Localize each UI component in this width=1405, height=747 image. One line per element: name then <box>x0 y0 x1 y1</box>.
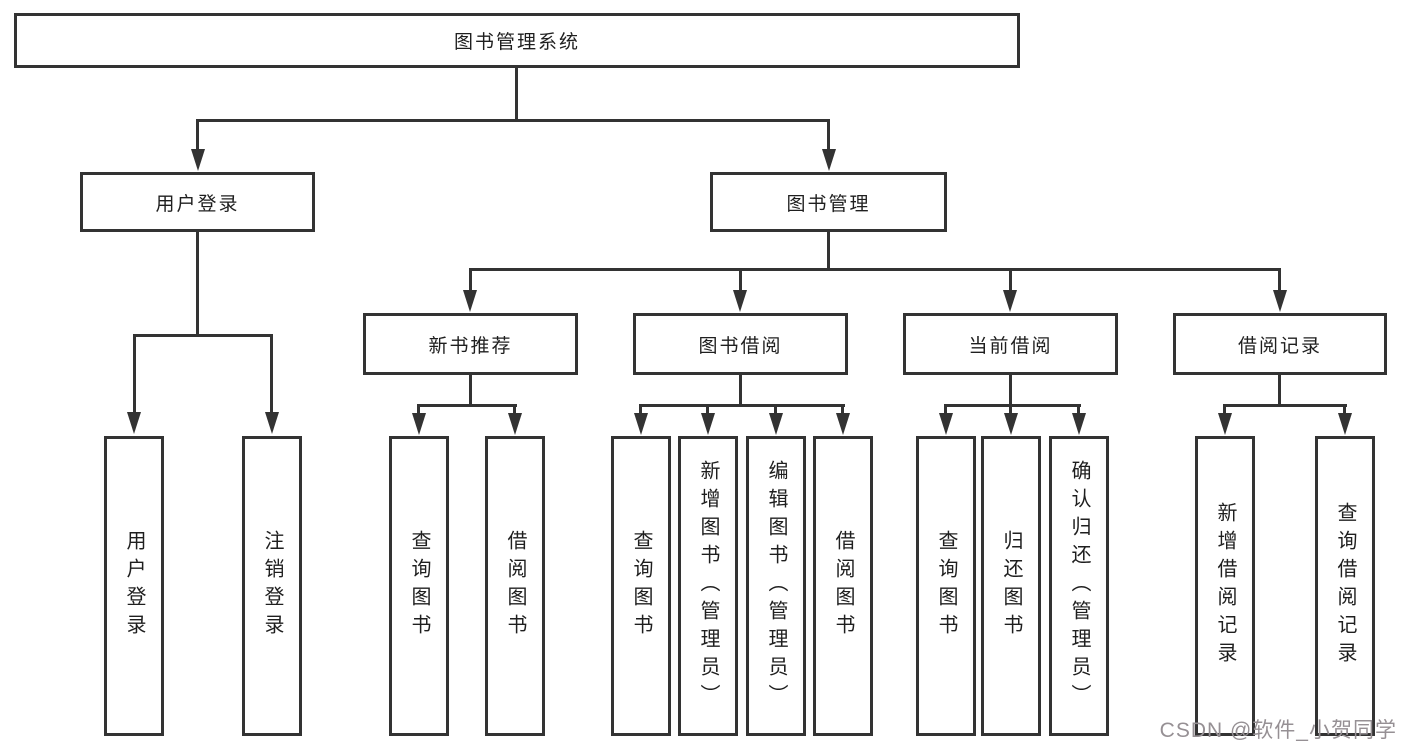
connector-book-management-stem <box>827 230 830 270</box>
leaf-borrowing-query-books: 查询图书 <box>611 436 671 736</box>
connector-root-stem <box>515 66 518 121</box>
arrow-borrowing-child2-icon <box>701 413 715 435</box>
node-current-borrowing-label: 当前借阅 <box>968 335 1053 357</box>
node-borrowing-records: 借阅记录 <box>1173 313 1387 375</box>
connector-records-child1 <box>1223 404 1226 415</box>
arrow-current-child3-icon <box>1072 413 1086 435</box>
connector-borrowing-child3 <box>774 404 777 415</box>
leaf-user-logout: 注销登录 <box>242 436 302 736</box>
arrow-into-leaf-user-login-icon <box>127 412 141 434</box>
arrow-records-child2-icon <box>1338 413 1352 435</box>
connector-current-hbar <box>944 404 1081 407</box>
connector-to-user-login <box>196 119 199 152</box>
connector-borrowing-stem <box>739 373 742 406</box>
node-borrowing-records-label: 借阅记录 <box>1237 335 1322 357</box>
connector-l3-hbar <box>469 268 1281 271</box>
arrow-records-child1-icon <box>1218 413 1232 435</box>
arrow-recommend-child2-icon <box>508 413 522 435</box>
connector-to-current-borrowing <box>1009 268 1012 293</box>
connector-borrowing-child1 <box>639 404 642 415</box>
connector-borrowing-child2 <box>706 404 709 415</box>
connector-recommend-child2 <box>513 404 516 415</box>
leaf-borrowing-borrow-books: 借阅图书 <box>813 436 873 736</box>
node-current-borrowing: 当前借阅 <box>903 313 1118 375</box>
node-book-management: 图书管理 <box>710 172 947 232</box>
node-new-book-recommend: 新书推荐 <box>363 313 578 375</box>
leaf-borrowing-edit-books-admin: 编辑图书（管理员） <box>746 436 806 736</box>
arrow-into-new-book-recommend-icon <box>463 290 477 312</box>
leaf-borrowing-add-books-admin: 新增图书（管理员） <box>678 436 738 736</box>
arrow-recommend-child1-icon <box>412 413 426 435</box>
arrow-current-child1-icon <box>939 413 953 435</box>
arrow-into-current-borrowing-icon <box>1003 290 1017 312</box>
arrow-into-borrowing-records-icon <box>1273 290 1287 312</box>
connector-records-child2 <box>1343 404 1346 415</box>
leaf-current-return-books: 归还图书 <box>981 436 1041 736</box>
leaf-current-query-books: 查询图书 <box>916 436 976 736</box>
leaf-user-login: 用户登录 <box>104 436 164 736</box>
connector-to-book-management <box>827 119 830 152</box>
leaf-recommend-borrow-books: 借阅图书 <box>485 436 545 736</box>
arrow-into-book-borrowing-icon <box>733 290 747 312</box>
leaf-current-confirm-return-admin: 确认归还（管理员） <box>1049 436 1109 736</box>
connector-to-leaf-user-logout <box>270 334 273 414</box>
connector-l1-hbar <box>196 119 830 122</box>
leaf-recommend-query-books: 查询图书 <box>389 436 449 736</box>
connector-records-hbar <box>1223 404 1347 407</box>
connector-to-new-book-recommend <box>469 268 472 293</box>
node-new-book-recommend-label: 新书推荐 <box>428 335 513 357</box>
connector-records-stem <box>1278 373 1281 406</box>
connector-current-child1 <box>944 404 947 415</box>
arrow-borrowing-child3-icon <box>769 413 783 435</box>
leaf-records-add-record: 新增借阅记录 <box>1195 436 1255 736</box>
arrow-current-child2-icon <box>1004 413 1018 435</box>
arrow-into-user-login-icon <box>191 149 205 171</box>
connector-to-leaf-user-login <box>133 334 136 414</box>
connector-current-stem <box>1009 373 1012 406</box>
connector-user-login-stem <box>196 230 199 336</box>
node-user-login-label: 用户登录 <box>155 193 240 215</box>
node-book-borrowing: 图书借阅 <box>633 313 848 375</box>
connector-borrowing-hbar <box>639 404 845 407</box>
node-root: 图书管理系统 <box>14 13 1020 68</box>
csdn-watermark: CSDN @软件_小贺同学 <box>1159 719 1397 742</box>
node-book-management-label: 图书管理 <box>786 193 871 215</box>
leaf-records-query-record: 查询借阅记录 <box>1315 436 1375 736</box>
connector-to-book-borrowing <box>739 268 742 293</box>
node-root-label: 图书管理系统 <box>453 32 580 53</box>
arrow-into-book-management-icon <box>822 149 836 171</box>
node-book-borrowing-label: 图书借阅 <box>698 335 783 357</box>
connector-recommend-hbar <box>417 404 517 407</box>
connector-user-login-hbar <box>133 334 273 337</box>
connector-borrowing-child4 <box>841 404 844 415</box>
connector-recommend-stem <box>469 373 472 406</box>
connector-current-child2 <box>1009 404 1012 415</box>
node-user-login: 用户登录 <box>80 172 315 232</box>
connector-recommend-child1 <box>417 404 420 415</box>
connector-current-child3 <box>1077 404 1080 415</box>
arrow-borrowing-child4-icon <box>836 413 850 435</box>
arrow-borrowing-child1-icon <box>634 413 648 435</box>
connector-to-borrowing-records <box>1278 268 1281 293</box>
arrow-into-leaf-user-logout-icon <box>265 412 279 434</box>
